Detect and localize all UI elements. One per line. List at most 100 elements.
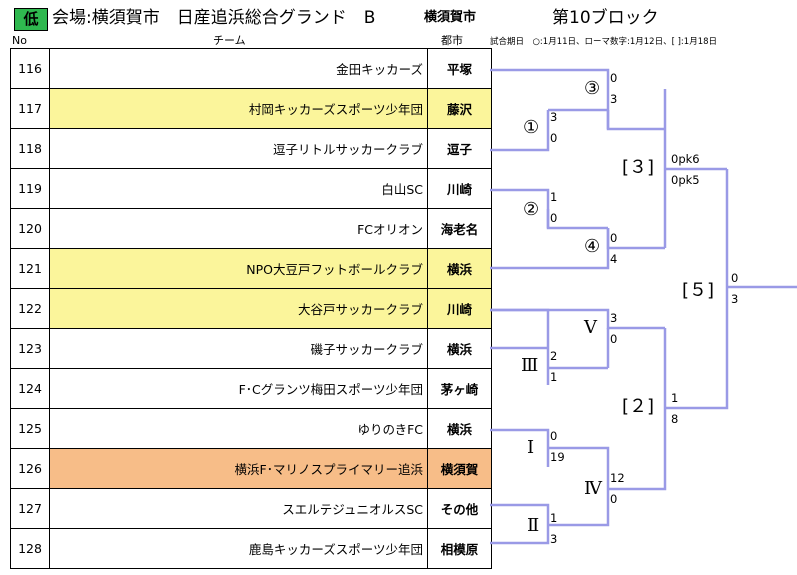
- score-top: 0pk6: [671, 152, 700, 166]
- team-number: 123: [10, 328, 50, 369]
- match-number: ④: [584, 236, 601, 257]
- score-bottom: 3: [550, 532, 558, 546]
- team-number: 122: [10, 288, 50, 329]
- team-city: 川崎: [427, 288, 492, 329]
- team-city: 平塚: [427, 48, 492, 89]
- match-number: Ⅳ: [584, 478, 602, 499]
- bracket-line: [490, 110, 550, 152]
- score-bottom: 0: [610, 492, 618, 506]
- column-header-team: チーム: [213, 34, 246, 47]
- match-number: ③: [584, 78, 601, 99]
- bracket-line: [548, 446, 610, 485]
- match-number: ①: [523, 117, 540, 138]
- bracket-line: [665, 287, 729, 410]
- team-city: 川崎: [427, 168, 492, 209]
- score-bottom: 0: [550, 211, 558, 225]
- score-top: 1: [550, 190, 558, 204]
- score-bottom: 1: [550, 370, 558, 384]
- team-name: スエルテジュニオルスSC: [49, 488, 428, 529]
- bracket-line: [548, 485, 610, 527]
- score-bottom: 0pk5: [671, 173, 700, 187]
- score-top: 0: [731, 271, 739, 285]
- team-name: 磯子サッカークラブ: [49, 328, 428, 369]
- bracket-line: [546, 209, 608, 230]
- score-top: 0: [610, 71, 618, 85]
- team-name: NPO大豆戸フットボールクラブ: [49, 248, 428, 289]
- block-title: 第10ブロック: [552, 8, 659, 28]
- score-bottom: 3: [731, 292, 739, 306]
- match-number: [２]: [622, 396, 655, 417]
- match-number: [３]: [622, 157, 655, 178]
- score-top: 0: [550, 429, 558, 443]
- score-top: 1: [671, 391, 679, 405]
- level-badge: 低: [14, 8, 48, 31]
- score-top: 12: [610, 471, 625, 485]
- score-bottom: 8: [671, 412, 679, 426]
- match-number: Ⅲ: [521, 355, 539, 376]
- team-name: 村岡キッカーズスポーツ少年団: [49, 88, 428, 129]
- team-name: ゆりのきFC: [49, 408, 428, 449]
- score-top: 3: [610, 311, 618, 325]
- team-city: 横須賀: [427, 448, 492, 489]
- team-number: 118: [10, 128, 50, 169]
- bracket-line: [608, 328, 667, 491]
- score-bottom: 4: [610, 252, 618, 266]
- score-top: 0: [610, 231, 618, 245]
- score-top: 1: [550, 511, 558, 525]
- venue-city: 横須賀市: [424, 10, 477, 25]
- team-number: 127: [10, 488, 50, 529]
- score-bottom: 3: [610, 92, 618, 106]
- column-header-no: No: [12, 34, 27, 47]
- match-number: [５]: [682, 280, 715, 301]
- team-city: 逗子: [427, 128, 492, 169]
- bracket-line: [490, 308, 665, 330]
- score-top: 2: [550, 349, 558, 363]
- team-name: 逗子リトルサッカークラブ: [49, 128, 428, 169]
- column-header-city: 都市: [441, 34, 463, 47]
- score-bottom: 0: [550, 131, 558, 145]
- bracket-line: [606, 110, 665, 131]
- team-name: FCオリオン: [49, 208, 428, 249]
- team-city: 藤沢: [427, 88, 492, 129]
- team-name: 白山SC: [49, 168, 428, 209]
- bracket-line: [490, 188, 550, 228]
- team-name: F･Cグランツ梅田スポーツ少年団: [49, 368, 428, 409]
- score-bottom: 0: [610, 332, 618, 346]
- team-city: 横浜: [427, 408, 492, 449]
- match-number: ②: [523, 199, 540, 220]
- match-number: Ⅴ: [584, 317, 597, 338]
- venue-title: 会場:横須賀市 日産追浜総合グランド B: [52, 8, 376, 28]
- team-city: 海老名: [427, 208, 492, 249]
- team-name: 横浜F･マリノスプライマリー追浜: [49, 448, 428, 489]
- bracket-line: [490, 503, 550, 545]
- team-name: 大谷戸サッカークラブ: [49, 288, 428, 329]
- team-number: 120: [10, 208, 50, 249]
- bracket-line: [606, 228, 665, 250]
- match-number: Ⅱ: [527, 515, 540, 536]
- team-city: 横浜: [427, 328, 492, 369]
- bracket-line: [490, 428, 550, 467]
- schedule-legend: 試合期日 ○:1月11日、ローマ数字:1月12日、[ ]:1月18日: [490, 37, 718, 47]
- team-city: 横浜: [427, 248, 492, 289]
- team-number: 128: [10, 528, 50, 569]
- team-number: 119: [10, 168, 50, 209]
- team-number: 116: [10, 48, 50, 89]
- team-name: 鹿島キッカーズスポーツ少年団: [49, 528, 428, 569]
- score-top: 3: [550, 110, 558, 124]
- team-city: 相模原: [427, 528, 492, 569]
- score-bottom: 19: [550, 450, 565, 464]
- match-number: Ⅰ: [527, 437, 535, 458]
